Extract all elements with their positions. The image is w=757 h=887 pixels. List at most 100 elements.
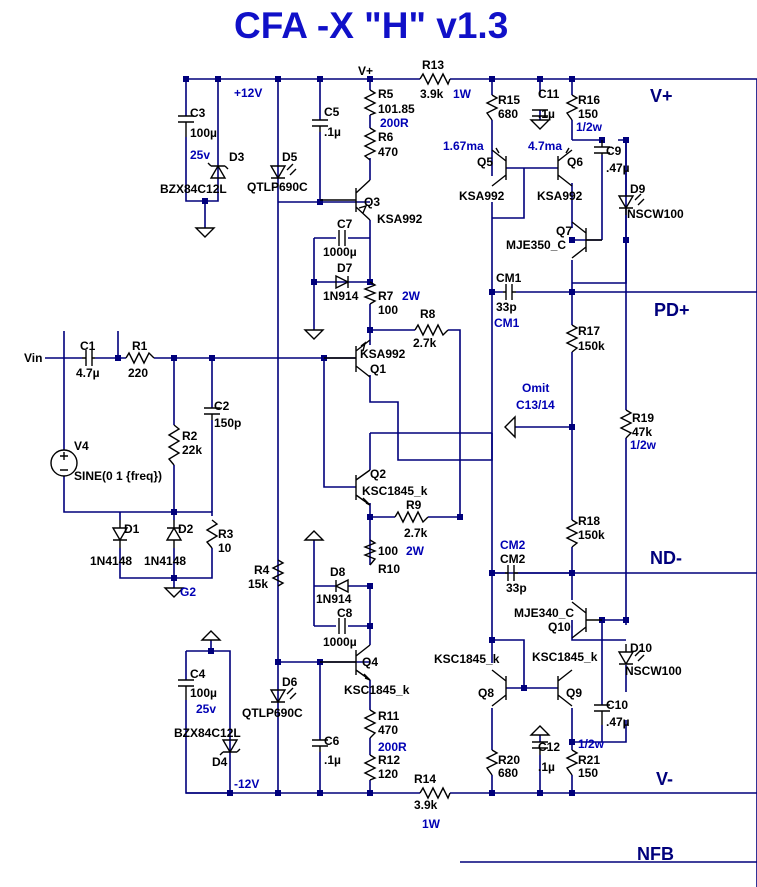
components-CM1-value-label: 33p: [496, 300, 517, 314]
R18-symbol: [565, 519, 579, 548]
components-R8-value-label: 2.7k: [413, 336, 437, 350]
components-R13-rating-label: 1W: [453, 87, 472, 101]
C3-symbol: [178, 115, 194, 137]
Q3-symbol: [320, 179, 371, 221]
D8-symbol: [334, 578, 349, 594]
V4-symbol: [50, 449, 78, 477]
components-R14-name-label: R14: [414, 772, 436, 786]
components-D5-name-label: D5: [282, 150, 298, 164]
Q7-symbol: [571, 221, 602, 259]
components-C10-name-label: C10: [606, 698, 628, 712]
components-Q6-name-label: Q6: [567, 155, 583, 169]
R7-symbol: [363, 281, 377, 305]
D3-symbol: [207, 162, 229, 179]
components-CM2-label-label: CM2: [500, 538, 526, 552]
components-R20-value-label: 680: [498, 766, 518, 780]
Q5-symbol: [491, 147, 507, 187]
component-symbols: [50, 72, 645, 800]
R15-symbol: [485, 94, 499, 121]
Q6-symbol: [557, 147, 573, 187]
D1-symbol: [111, 520, 129, 548]
components-Q10-name-label: Q10: [548, 620, 571, 634]
components-R11-alt-label: 200R: [378, 740, 407, 754]
components-R6-value-label: 470: [378, 145, 398, 159]
components-C1-name-label: C1: [80, 339, 96, 353]
components-Q9-value-label: KSC1845_k: [532, 650, 598, 664]
components-CM2-name-label: CM2: [500, 552, 526, 566]
ground-icon: [303, 530, 325, 541]
components-R10-rating-label: 2W: [406, 544, 425, 558]
components-R16-rating-label: 1/2w: [576, 120, 603, 134]
ground-icon: [529, 725, 551, 736]
nets-vminus-label: V-: [656, 769, 673, 789]
R5-symbol: [363, 89, 377, 116]
components-R18-name-label: R18: [578, 514, 600, 528]
components-CM1-name-label: CM1: [496, 271, 522, 285]
components-Q8-value-label: KSC1845_k: [434, 652, 500, 666]
components-C9-name-label: C9: [606, 144, 622, 158]
components-C8-name-label: C8: [337, 606, 353, 620]
D7-symbol: [335, 274, 350, 290]
components-C11-value-label: .1µ: [538, 107, 555, 121]
components-C12-value-label: .1µ: [538, 760, 555, 774]
components-D1-name-label: D1: [124, 522, 140, 536]
R6-symbol: [363, 127, 377, 161]
components-D6-value-label: QTLP690C: [242, 706, 303, 720]
R3-symbol: [205, 519, 219, 549]
C9-symbol: [594, 140, 610, 155]
components-R1-value-label: 220: [128, 366, 148, 380]
components-C12-name-label: C12: [538, 740, 560, 754]
D5-symbol: [269, 163, 297, 180]
components-Q5-name-label: Q5: [477, 155, 493, 169]
components-D10-value-label: NSCW100: [625, 664, 682, 678]
components-D8-value-label: 1N914: [316, 592, 352, 606]
nets-vin-label: Vin: [24, 351, 42, 365]
components-R10-name-label: R10: [378, 562, 400, 576]
components-Q1-value-label: KSA992: [360, 347, 406, 361]
components-R17-value-label: 150k: [578, 339, 605, 353]
components-R10-value-label: 100: [378, 544, 398, 558]
components-C7-name-label: C7: [337, 217, 353, 231]
components-D6-name-label: D6: [282, 675, 298, 689]
R16-symbol: [565, 94, 579, 121]
components-C5-name-label: C5: [324, 105, 340, 119]
R10-symbol: [363, 539, 377, 566]
R14-symbol: [419, 786, 451, 800]
C7-symbol: [338, 230, 346, 246]
components-V4-name-label: V4: [74, 439, 89, 453]
components-D9-value-label: NSCW100: [627, 207, 684, 221]
components-D3-value-label: BZX84C12L: [160, 182, 227, 196]
Q10-symbol: [571, 601, 602, 639]
components-R16-value-label: 150: [578, 107, 598, 121]
components-Q4-value-label: KSC1845_k: [344, 683, 410, 697]
CM1-symbol: [503, 284, 516, 300]
components-Q7-name-label: Q7: [556, 224, 572, 238]
Q4-symbol: [320, 644, 371, 681]
ground-icon: [200, 630, 222, 641]
components-R17-name-label: R17: [578, 324, 600, 338]
components-D2-name-label: D2: [178, 522, 194, 536]
components-R9-value-label: 2.7k: [404, 526, 428, 540]
components-D8-name-label: D8: [330, 565, 346, 579]
R4-symbol: [271, 559, 285, 587]
components-D4-name-label: D4: [212, 755, 228, 769]
components-C2-value-label: 150p: [214, 416, 241, 430]
components-C3-value-label: 100µ: [190, 126, 217, 140]
components-R19-value-label: 47k: [632, 425, 652, 439]
components-C10-value-label: .47µ: [606, 715, 630, 729]
nets-nfb-label: NFB: [637, 844, 674, 864]
C12-symbol: [532, 741, 548, 755]
components-D2-value-label: 1N4148: [144, 554, 186, 568]
components-C6-name-label: C6: [324, 734, 340, 748]
components-omit-line2-label: C13/14: [516, 398, 555, 412]
labels: CFA -X "H" v1.3 V+ +12V -12V V+ PD+ ND- …: [24, 5, 690, 864]
R8-symbol: [414, 323, 449, 337]
nets-vplus-label: V+: [650, 86, 673, 106]
components-D1-value-label: 1N4148: [90, 554, 132, 568]
components-D7-value-label: 1N914: [323, 289, 359, 303]
R20-symbol: [485, 749, 499, 776]
components-R15-value-label: 680: [498, 107, 518, 121]
components-R5-value-label: 101.85: [378, 102, 415, 116]
R19-symbol: [619, 409, 633, 439]
components-R4-value-label: 15k: [248, 577, 268, 591]
